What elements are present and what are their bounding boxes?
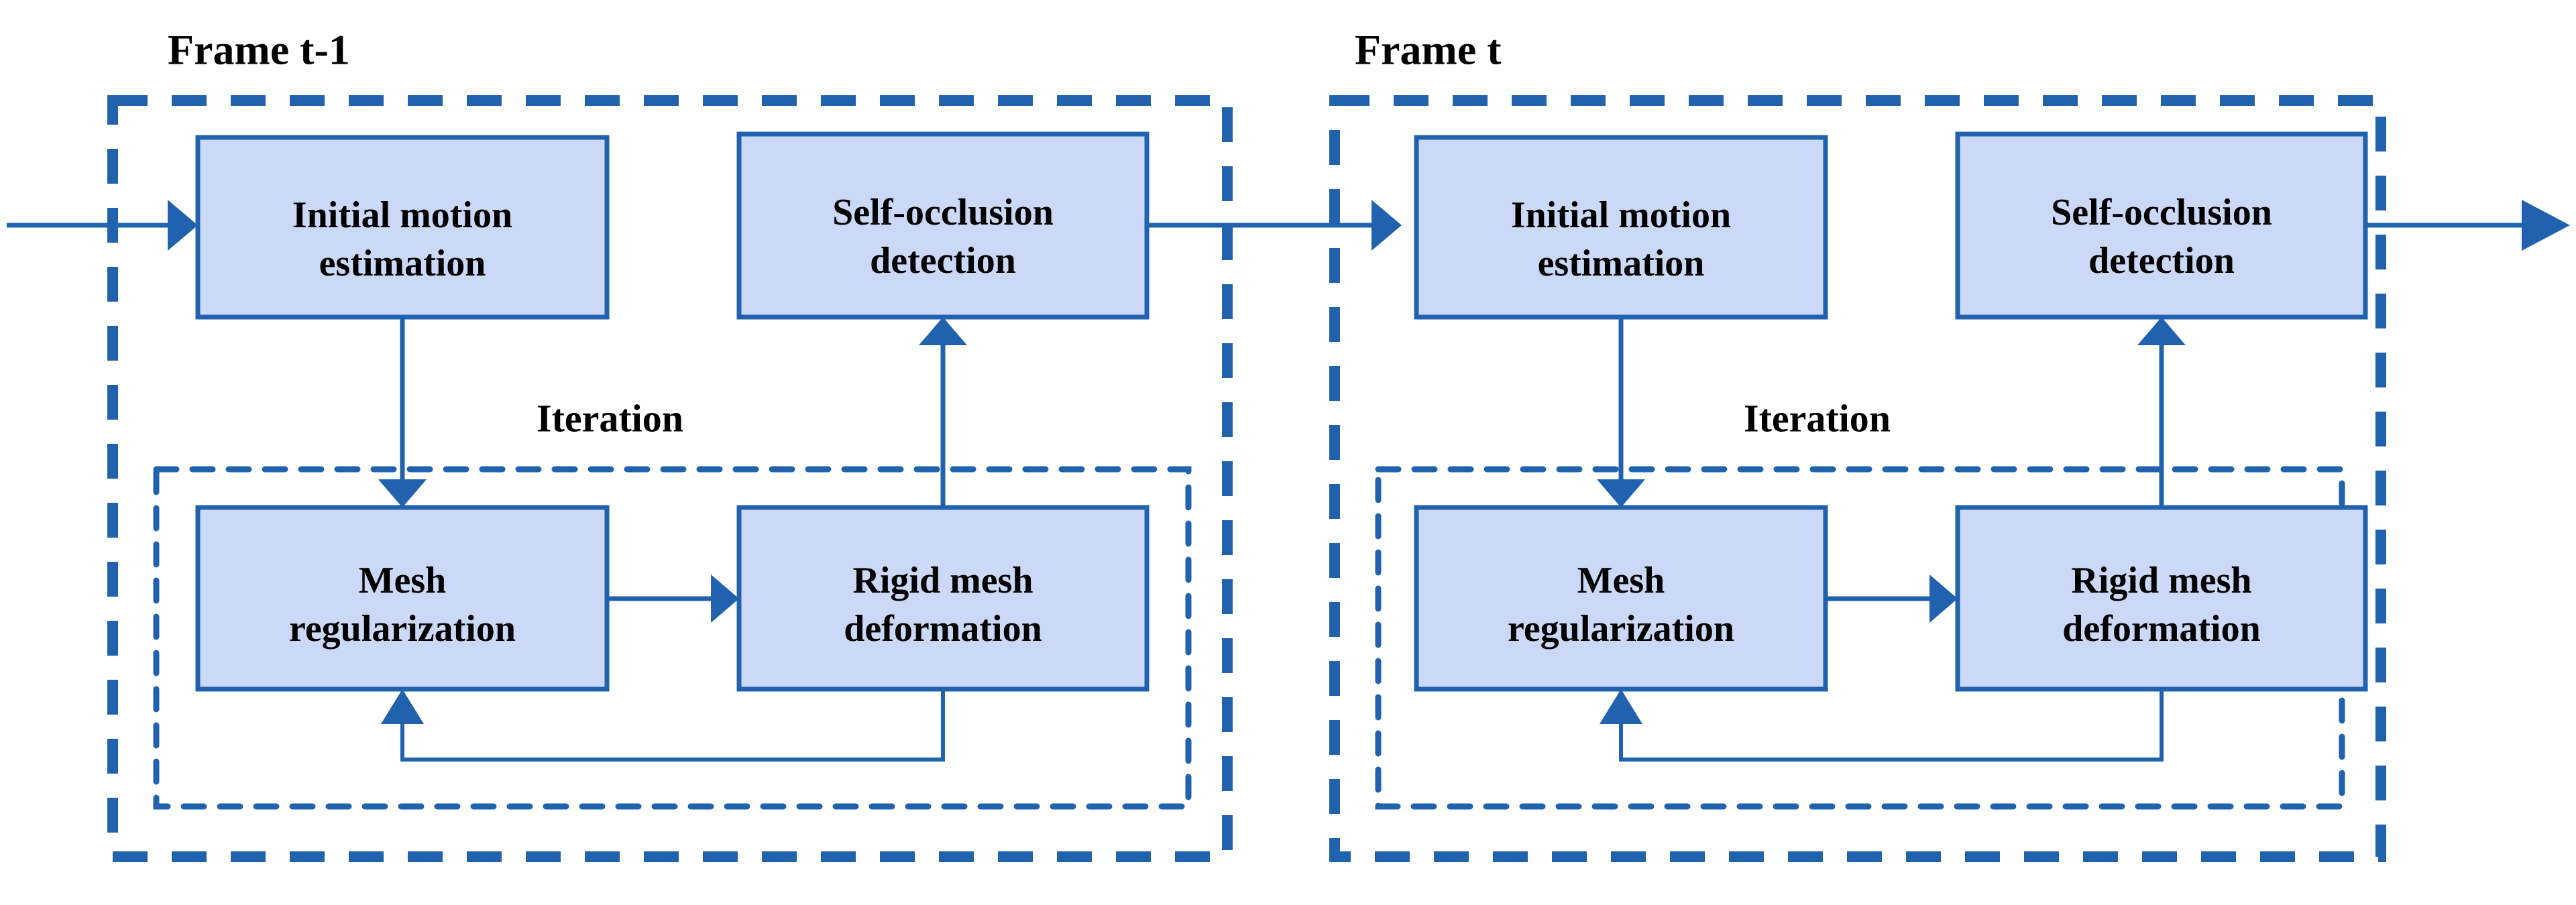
box-label-line1: Initial motion [1511, 194, 1731, 236]
box-label-line1: Self-occlusion [2051, 192, 2272, 233]
arrow-rigid-to-selfocclusion-right [2137, 317, 2186, 507]
panel-frame-t-minus-1: Frame t-1 Iteration Initial motion estim… [7, 26, 1233, 862]
box-label-line1: Mesh [359, 560, 447, 601]
box-label-line1: Rigid mesh [852, 560, 1033, 601]
output-arrow-right [2365, 200, 2570, 251]
box-label-line2: estimation [319, 243, 486, 284]
box-rigid-mesh-deformation-right: Rigid mesh deformation [1955, 505, 2368, 692]
arrow-initial-to-mesh-left [378, 317, 427, 507]
panel-frame-t: Frame t Iteration Initial motion estimat… [1329, 26, 2386, 862]
panel-title-right: Frame t [1355, 26, 1502, 74]
panel-title-left: Frame t-1 [168, 26, 350, 74]
input-arrow-left [7, 200, 198, 251]
iteration-label-right: Iteration [1744, 397, 1891, 440]
feedback-rigid-to-mesh-left [381, 689, 945, 762]
arrow-mesh-to-rigid-left [607, 575, 739, 623]
outer-dashed-border-right [1329, 95, 2386, 862]
arrow-panel-left-to-right [1147, 200, 1402, 251]
box-initial-motion-estimation-left: Initial motion estimation [195, 135, 610, 320]
box-label-line1: Initial motion [292, 194, 512, 236]
box-label-line2: deformation [2062, 608, 2261, 650]
outer-dashed-border-left [107, 95, 1233, 862]
box-rigid-mesh-deformation-left: Rigid mesh deformation [736, 505, 1150, 692]
box-label-line2: regularization [289, 608, 516, 650]
box-mesh-regularization-right: Mesh regularization [1414, 505, 1828, 692]
arrow-rigid-to-selfocclusion-left [919, 317, 967, 507]
box-initial-motion-estimation-right: Initial motion estimation [1414, 135, 1828, 320]
arrow-mesh-to-rigid-right [1826, 575, 1958, 623]
box-label-line2: deformation [844, 608, 1042, 650]
box-mesh-regularization-left: Mesh regularization [195, 505, 610, 692]
inner-dashed-iteration-left [153, 466, 1192, 810]
box-label-line1: Mesh [1577, 560, 1665, 601]
arrow-initial-to-mesh-right [1597, 317, 1645, 507]
feedback-rigid-to-mesh-right [1600, 689, 2164, 762]
box-label-line2: detection [2088, 240, 2235, 282]
box-self-occlusion-detection-left: Self-occlusion detection [736, 131, 1150, 320]
box-label-line1: Self-occlusion [832, 192, 1054, 233]
box-label-line1: Rigid mesh [2071, 560, 2251, 601]
box-label-line2: estimation [1538, 243, 1705, 284]
box-label-line2: detection [870, 240, 1016, 282]
box-label-line2: regularization [1508, 608, 1734, 650]
iteration-label-left: Iteration [537, 397, 683, 440]
box-self-occlusion-detection-right: Self-occlusion detection [1955, 131, 2368, 320]
